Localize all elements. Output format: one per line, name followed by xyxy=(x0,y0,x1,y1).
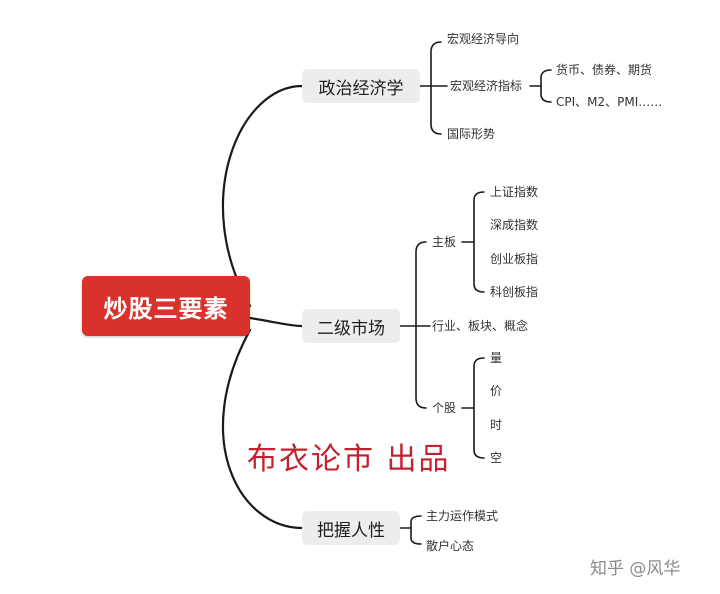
leaf-currency-bonds-futures[interactable]: 货币、债券、期货 xyxy=(556,63,653,77)
branch-human[interactable]: 把握人性 xyxy=(302,511,400,545)
root-to-market-line xyxy=(248,316,304,328)
leaf-international[interactable]: 国际形势 xyxy=(447,127,496,141)
leaf-space[interactable]: 空 xyxy=(490,451,503,465)
branch-market[interactable]: 二级市场 xyxy=(302,309,400,343)
zhihu-watermark: 知乎 @风华 xyxy=(590,559,681,579)
leaf-individual-stock[interactable]: 个股 xyxy=(432,401,457,415)
leaf-industry-sector-concept[interactable]: 行业、板块、概念 xyxy=(432,319,529,333)
leaf-retail-mentality[interactable]: 散户心态 xyxy=(426,539,475,553)
human-bracket xyxy=(399,515,422,545)
leaf-macro-policy[interactable]: 宏观经济导向 xyxy=(447,32,520,46)
branch-politics[interactable]: 政治经济学 xyxy=(302,69,420,103)
author-watermark: 布衣论市 出品 xyxy=(247,442,451,477)
leaf-time[interactable]: 时 xyxy=(490,418,503,432)
leaf-cpi-m2-pmi[interactable]: CPI、M2、PMI…… xyxy=(556,95,663,109)
root-to-human-line xyxy=(222,328,304,530)
leaf-main-force-pattern[interactable]: 主力运作模式 xyxy=(426,509,499,523)
leaf-price[interactable]: 价 xyxy=(490,384,503,398)
root-to-politics-line xyxy=(221,84,304,308)
macro-index-bracket xyxy=(529,69,552,103)
leaf-shenzhen-index[interactable]: 深成指数 xyxy=(490,218,539,232)
leaf-star-index[interactable]: 科创板指 xyxy=(490,285,539,299)
main-board-bracket xyxy=(461,191,485,293)
leaf-shanghai-index[interactable]: 上证指数 xyxy=(490,185,539,199)
politics-bracket xyxy=(419,41,448,135)
leaf-macro-index[interactable]: 宏观经济指标 xyxy=(450,79,523,93)
leaf-volume[interactable]: 量 xyxy=(490,351,503,365)
leaf-main-board[interactable]: 主板 xyxy=(432,235,457,249)
market-stem xyxy=(399,241,431,409)
root-node[interactable]: 炒股三要素 xyxy=(82,276,250,336)
stock-bracket xyxy=(461,357,485,459)
leaf-gem-index[interactable]: 创业板指 xyxy=(490,252,539,266)
